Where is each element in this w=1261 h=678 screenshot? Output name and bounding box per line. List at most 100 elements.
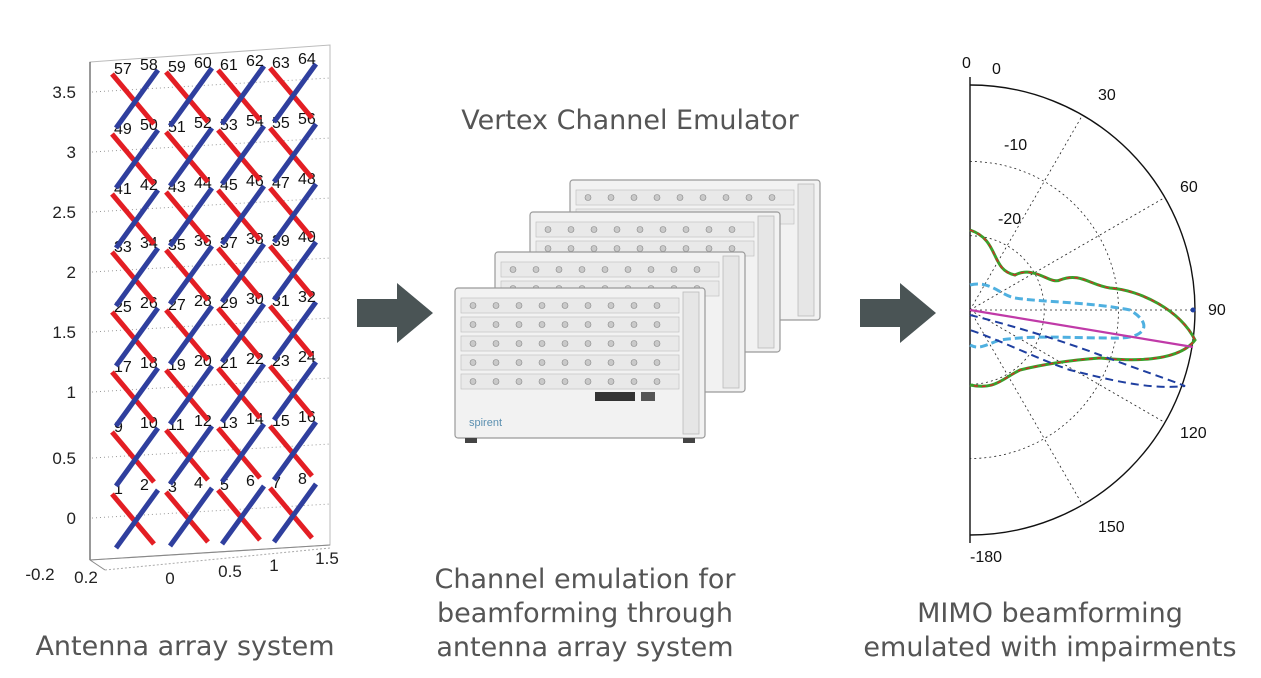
antenna-element-red bbox=[110, 192, 156, 246]
connector-port bbox=[492, 302, 500, 309]
element-number: 5 bbox=[220, 477, 229, 494]
antenna-element-blue bbox=[271, 122, 319, 184]
antenna-element-red bbox=[110, 250, 156, 304]
arrow-shape bbox=[860, 283, 936, 343]
connector-port bbox=[544, 226, 552, 233]
y-tick-label: 2 bbox=[67, 263, 76, 282]
y-tick-label: 3 bbox=[67, 143, 76, 162]
y-tick-label: 3.5 bbox=[52, 83, 76, 102]
antenna-element-blue bbox=[167, 424, 215, 486]
antenna-element-red bbox=[268, 304, 314, 358]
polar-caption: MIMO beamforming emulated with impairmen… bbox=[850, 597, 1250, 665]
antenna-element-red bbox=[216, 68, 262, 122]
x-tick-label: 1 bbox=[269, 556, 278, 575]
connector-port bbox=[670, 266, 678, 273]
connector-port bbox=[538, 378, 546, 385]
connector-port bbox=[728, 226, 736, 233]
emulator-caption-line-3: antenna array system bbox=[436, 632, 734, 663]
element-number: 1 bbox=[114, 481, 123, 498]
base-edge bbox=[89, 544, 331, 561]
module-slot bbox=[460, 373, 680, 390]
connector-port bbox=[492, 321, 500, 328]
angle-label: 0 bbox=[992, 61, 1001, 78]
connector-port bbox=[653, 359, 661, 366]
antenna-element-red bbox=[164, 130, 210, 184]
antenna-element-red bbox=[268, 424, 314, 478]
connector-port bbox=[584, 321, 592, 328]
antenna-element-red bbox=[268, 186, 314, 240]
connector-port bbox=[647, 266, 655, 273]
x-tick-label: 0.5 bbox=[218, 562, 242, 581]
connector-port bbox=[630, 321, 638, 328]
connector-port bbox=[590, 245, 598, 252]
chassis-side-panel bbox=[797, 183, 815, 317]
polar-caption-line-1: MIMO beamforming bbox=[917, 598, 1183, 629]
module-slot bbox=[460, 297, 680, 314]
antenna-element-red bbox=[164, 308, 210, 362]
connector-port bbox=[636, 245, 644, 252]
element-number: 59 bbox=[168, 59, 186, 76]
antenna-element-blue bbox=[113, 246, 161, 308]
antenna-element-red bbox=[216, 306, 262, 360]
connector-port bbox=[584, 340, 592, 347]
connector-port bbox=[532, 266, 540, 273]
element-number: 3 bbox=[168, 479, 177, 496]
emulator-caption-line-2: beamforming through bbox=[437, 598, 733, 629]
y-tick-label: 1 bbox=[67, 383, 76, 402]
connector-port bbox=[613, 226, 621, 233]
connector-port bbox=[699, 194, 707, 201]
antenna-element-red bbox=[216, 366, 262, 420]
connector-port bbox=[653, 194, 661, 201]
antenna-element-red bbox=[268, 66, 314, 120]
connector-port bbox=[515, 378, 523, 385]
connector-port bbox=[682, 245, 690, 252]
connector-port bbox=[515, 340, 523, 347]
angle-label: 30 bbox=[1098, 87, 1116, 104]
connector-port bbox=[561, 378, 569, 385]
module-slot bbox=[460, 354, 680, 371]
connector-port bbox=[653, 302, 661, 309]
element-number: 63 bbox=[272, 55, 290, 72]
antenna-element-blue bbox=[113, 426, 161, 488]
connector-port bbox=[469, 359, 477, 366]
connector-port bbox=[607, 302, 615, 309]
x-tick-label: -0.2 bbox=[25, 565, 54, 584]
connector-port bbox=[682, 226, 690, 233]
angle-label: 120 bbox=[1180, 425, 1207, 442]
connector-port bbox=[578, 266, 586, 273]
module-slot bbox=[460, 335, 680, 352]
antenna-element-blue bbox=[113, 128, 161, 190]
connector-port bbox=[584, 302, 592, 309]
angle-label: -180 bbox=[970, 549, 1002, 566]
angle-label: 150 bbox=[1098, 519, 1125, 536]
element-number: 58 bbox=[140, 57, 158, 74]
polar-caption-line-2: emulated with impairments bbox=[863, 632, 1237, 663]
emulator-chassis: spirent bbox=[454, 287, 706, 443]
antenna-element-blue bbox=[219, 124, 267, 186]
connector-port bbox=[607, 321, 615, 328]
connector-port bbox=[590, 226, 598, 233]
connector-port bbox=[515, 321, 523, 328]
connector-port bbox=[613, 245, 621, 252]
emulator-caption-line-1: Channel emulation for bbox=[434, 564, 736, 595]
antenna-element-red bbox=[110, 72, 156, 126]
module-slot bbox=[500, 261, 720, 278]
polar-spoke bbox=[969, 309, 1083, 506]
element-number: 6 bbox=[246, 473, 255, 490]
connector-port bbox=[624, 266, 632, 273]
connector-port bbox=[567, 226, 575, 233]
connector-port bbox=[561, 359, 569, 366]
y-tick-label: 0 bbox=[67, 509, 76, 528]
angle-label: 90 bbox=[1208, 302, 1226, 319]
antenna-element-blue bbox=[271, 360, 319, 422]
connector-port bbox=[653, 321, 661, 328]
antenna-element-blue bbox=[113, 306, 161, 368]
chassis-side-panel bbox=[757, 215, 775, 349]
base-grid bbox=[104, 547, 331, 571]
antenna-element-red bbox=[110, 310, 156, 364]
antenna-element-red bbox=[216, 426, 262, 480]
radial-label: 0 bbox=[962, 55, 971, 72]
antenna-element-blue bbox=[219, 362, 267, 424]
beam-pattern-red bbox=[969, 229, 1196, 387]
antenna-element-blue bbox=[167, 364, 215, 426]
